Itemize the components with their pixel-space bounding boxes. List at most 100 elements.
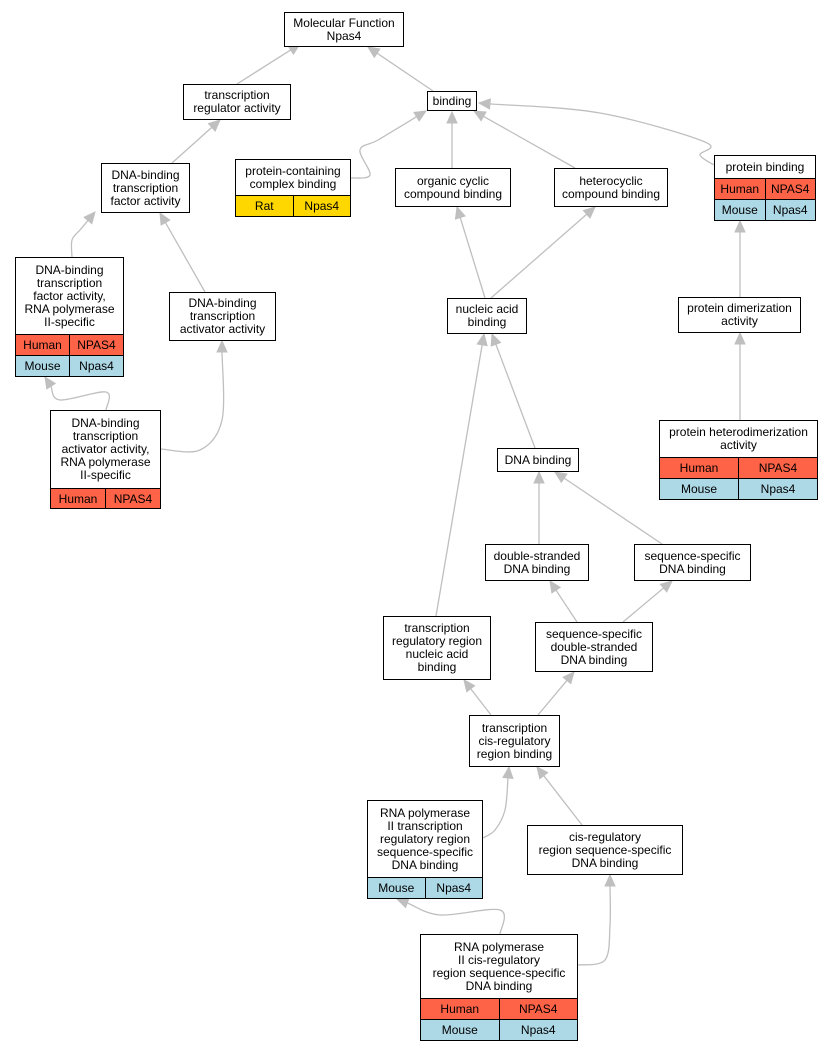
go-term-label-line: II transcription [387, 818, 463, 833]
go-term-label-line: II-specific [80, 468, 131, 482]
edge-line [236, 49, 292, 85]
edge-ocb-to-binding [446, 110, 458, 168]
edge-line [459, 217, 486, 299]
go-term-label-line: DNA-binding [71, 416, 140, 430]
go-term-label-line: Npas4 [326, 28, 362, 43]
edge-dbtfa2-to-dbtfa [70, 211, 96, 258]
edge-pccb-to-binding [350, 110, 428, 179]
edge-arrowhead [395, 897, 410, 909]
go-term-label-line: region sequence-specific [432, 965, 566, 980]
edge-line [622, 587, 664, 623]
edge-nab-to-hcb [490, 206, 596, 299]
go-term-label-line: DNA binding [391, 857, 459, 872]
edge-pb-to-binding [477, 98, 715, 166]
edge-arrowhead [476, 332, 488, 347]
go-term-label-line: region sequence-specific [538, 842, 672, 857]
go-term-label-line: region binding [476, 746, 553, 761]
gene-cell: Npas4 [292, 196, 350, 216]
edge-arrowhead [472, 110, 487, 122]
go-term-dnab[interactable]: DNA binding [497, 448, 579, 472]
go-term-label-line: DNA binding [560, 652, 628, 667]
edge-ssdsdb-to-ssdb [622, 580, 673, 623]
edge-line [577, 885, 612, 966]
edge-binding-to-mf [366, 46, 434, 92]
go-term-label-line: regulator activity [193, 101, 281, 115]
gene-cell: Npas4 [424, 878, 482, 898]
edge-dbtaa2-to-dbtfa2 [44, 375, 111, 411]
edge-dbtfa-to-tra [171, 119, 221, 164]
go-term-label-line: compound binding [403, 186, 503, 201]
edge-arrowhead [604, 873, 616, 887]
go-term-label-line: activity [721, 314, 758, 328]
edge-line [50, 385, 111, 411]
go-term-label-line: transcription [189, 309, 256, 323]
edge-crrssdb-to-tcrrb [536, 766, 583, 826]
go-term-label-line: DNA binding [504, 452, 572, 467]
gene-cell: NPAS4 [738, 458, 817, 478]
edge-trrnab-to-nab [435, 332, 488, 617]
gene-cell: NPAS4 [105, 489, 160, 508]
species-cell: Mouse [16, 356, 69, 376]
species-cell: Human [660, 458, 738, 478]
edge-arrowhead [413, 110, 428, 122]
go-term-label: protein binding [715, 156, 815, 178]
go-term-label-line: binding [417, 660, 457, 674]
edge-line [160, 351, 225, 453]
go-term-label-line: DNA binding [659, 561, 726, 576]
go-term-label: DNA binding [498, 449, 578, 471]
go-term-binding[interactable]: binding [427, 91, 477, 111]
species-cell: Mouse [421, 1020, 499, 1040]
edge-arrowhead [477, 98, 491, 110]
edge-tcrrb-to-trrnab [463, 679, 492, 716]
go-term-label-line: complex binding [249, 176, 337, 191]
go-term-label-line: RNA polymerase [453, 939, 545, 954]
edge-arrowhead [502, 765, 514, 779]
edge-line [350, 116, 417, 179]
edge-line [482, 777, 509, 839]
edge-rpiitrr-to-tcrrb [482, 765, 514, 839]
species-cell: Mouse [715, 200, 765, 220]
edge-dsdb-to-dnab [533, 470, 545, 544]
go-term-label-line: double-stranded [493, 548, 581, 563]
gene-cell: NPAS4 [498, 999, 577, 1019]
edge-arrowhead [207, 119, 221, 132]
edge-dbtaa-to-dbtfa [159, 211, 206, 293]
